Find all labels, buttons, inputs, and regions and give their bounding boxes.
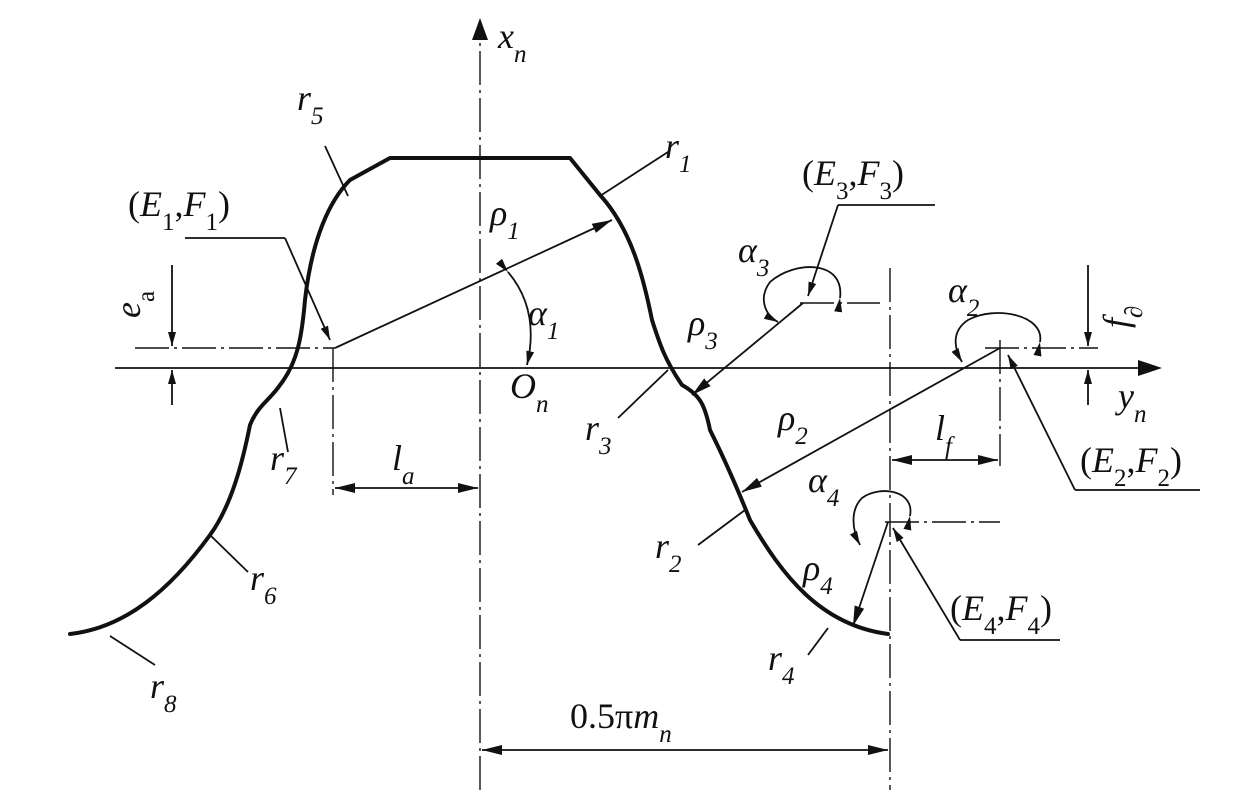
alpha3-label: α3 <box>738 230 769 282</box>
rho1-line <box>334 219 613 349</box>
r3-label: r3 <box>585 408 612 460</box>
alpha1-label: α1 <box>528 293 559 345</box>
r5-label: r5 <box>297 78 324 130</box>
rho3-label: ρ3 <box>687 303 718 355</box>
alpha2-label: α2 <box>948 270 979 322</box>
r7-leader <box>279 407 289 453</box>
rho1-label: ρ1 <box>489 193 520 245</box>
alpha2-arc <box>951 312 1042 363</box>
x-axis-label: xn <box>497 16 526 68</box>
r5-leader <box>324 145 349 197</box>
lf-label: lf <box>935 408 955 460</box>
origin-label: On <box>510 366 549 418</box>
rho2-label: ρ2 <box>777 398 808 450</box>
pitch-dimension-label: 0.5πmn <box>570 696 672 748</box>
r1-label: r1 <box>665 126 692 178</box>
r1-leader <box>599 151 669 197</box>
rho4-line <box>852 521 889 627</box>
r8-label: r8 <box>150 666 177 718</box>
r2-leader <box>697 509 746 546</box>
r4-label: r4 <box>768 638 795 690</box>
rho2-line <box>741 347 1001 493</box>
fd-label: f∂ <box>1096 306 1148 328</box>
EF4-label: (E4,F4) <box>950 588 1052 640</box>
r6-label: r6 <box>250 558 277 610</box>
y-axis-label: yn <box>1115 376 1146 428</box>
alpha3-arc <box>762 266 843 323</box>
la-label: la <box>392 438 415 490</box>
r8-leader <box>109 635 156 666</box>
ea-label: ea <box>108 291 160 318</box>
r3-leader <box>617 369 669 419</box>
EF3-label: (E3,F3) <box>802 153 904 205</box>
EF2-leader <box>1007 354 1076 491</box>
EF2-label: (E2,F2) <box>1080 440 1182 492</box>
tooth-profile-curve <box>68 156 890 636</box>
rho4-label: ρ4 <box>802 548 833 600</box>
x-axis-arrow <box>472 18 488 40</box>
r6-leader <box>209 534 249 573</box>
r7-label: r7 <box>270 438 298 490</box>
EF3-leader <box>807 204 839 297</box>
y-axis-arrow <box>1138 360 1162 376</box>
r2-label: r2 <box>655 526 682 578</box>
EF4-leader <box>892 527 961 641</box>
EF1-leader <box>284 237 331 341</box>
alpha4-label: α4 <box>808 460 839 512</box>
alpha1-arc <box>495 258 535 366</box>
EF1-label: (E1,F1) <box>128 184 230 236</box>
r4-leader <box>807 627 829 656</box>
alpha4-arc <box>849 490 912 546</box>
